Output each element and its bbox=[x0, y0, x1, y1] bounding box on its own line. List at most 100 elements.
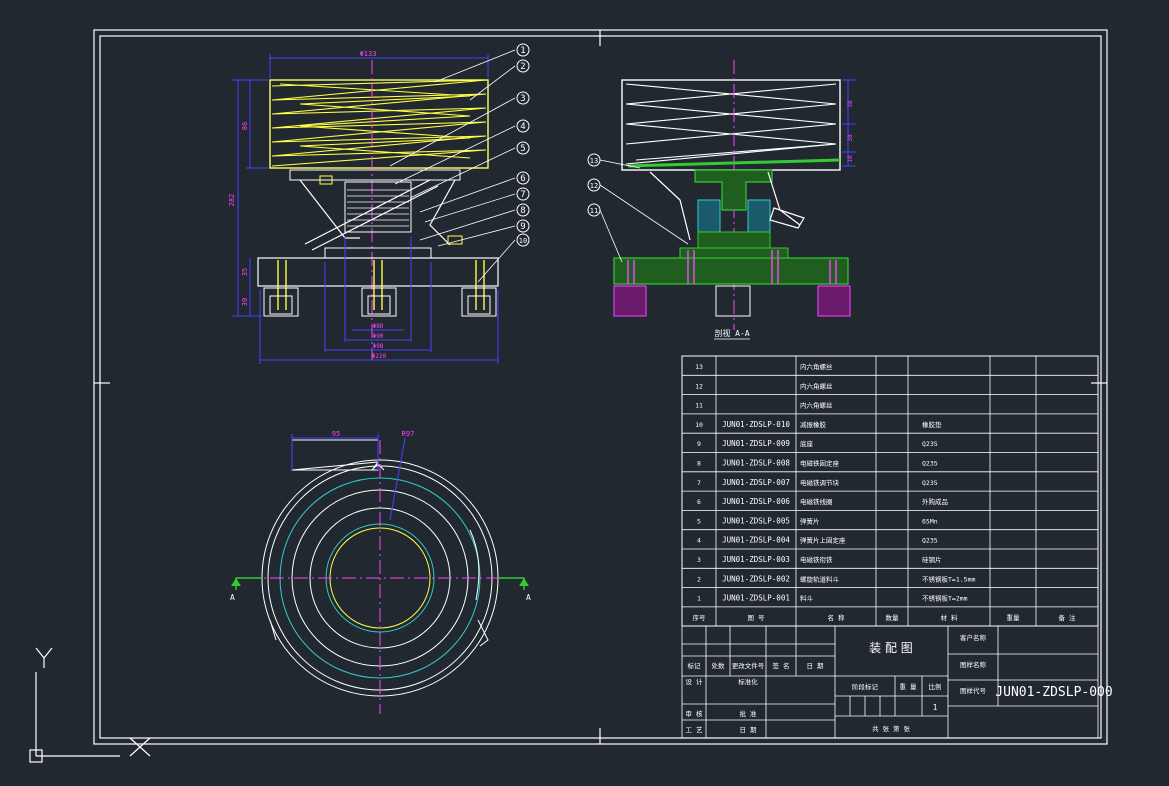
dim-inner3: Φ98 bbox=[373, 343, 384, 350]
bom-mat-6: 外购成品 bbox=[922, 497, 948, 506]
bom-mat-10: 橡胶垫 bbox=[922, 420, 942, 429]
bom-header-remark: 备 注 bbox=[1059, 613, 1076, 622]
bom-name-4: 弹簧片上固定座 bbox=[800, 536, 846, 545]
section-label: 剖视 A-A bbox=[714, 328, 749, 338]
bom-name-9: 底座 bbox=[800, 439, 814, 448]
balloon-12: 12 bbox=[590, 182, 598, 190]
tb-mark: 标记 bbox=[688, 661, 702, 670]
bom-no-2: 2 bbox=[697, 575, 701, 583]
drawing-title: 装 配 图 bbox=[869, 641, 913, 655]
bom-name-7: 电磁铁调节块 bbox=[800, 478, 840, 487]
bom-code-7: JUN01-ZDSLP-007 bbox=[722, 478, 790, 487]
dim-plan-width: 95 bbox=[332, 430, 340, 438]
ucs-icon bbox=[29, 647, 151, 763]
bom-code-1: JUN01-ZDSLP-001 bbox=[722, 594, 790, 603]
bom-mat-4: Q235 bbox=[922, 537, 938, 545]
bom-no-4: 4 bbox=[697, 537, 701, 545]
bom-mat-2: 不锈钢板T=1.5mm bbox=[922, 574, 975, 583]
bom-mat-9: Q235 bbox=[922, 440, 938, 448]
bom-no-8: 8 bbox=[697, 460, 701, 468]
dim-top-width: Φ133 bbox=[360, 50, 377, 58]
bom-no-13: 13 bbox=[695, 363, 703, 371]
dim-sec-h1: 38 bbox=[847, 100, 854, 108]
dim-sec-h3: 10 bbox=[847, 155, 854, 163]
bom-mat-5: 65Mn bbox=[922, 517, 938, 525]
section-mark-left: A bbox=[230, 593, 235, 602]
dim-height-upper: 86 bbox=[241, 122, 249, 130]
bom-no-6: 6 bbox=[697, 498, 701, 506]
bom-mat-7: Q235 bbox=[922, 479, 938, 487]
bom-code-2: JUN01-ZDSLP-002 bbox=[722, 574, 790, 583]
bom-name-10: 减振橡胶 bbox=[800, 420, 827, 429]
bom-code-8: JUN01-ZDSLP-008 bbox=[722, 459, 790, 468]
bom-code-6: JUN01-ZDSLP-006 bbox=[722, 497, 790, 506]
bom-name-8: 电磁铁固定座 bbox=[800, 459, 840, 468]
balloon-2: 2 bbox=[520, 62, 525, 72]
tb-scale-value: 1 bbox=[933, 703, 938, 712]
dim-height-total: 282 bbox=[228, 194, 236, 207]
dim-base-h1: 35 bbox=[241, 268, 249, 276]
title-block-text: 标记 处数 更改文件号 签 名 日 期 设 计 标准化 审 核 批 准 工 艺 … bbox=[686, 633, 987, 734]
tb-process: 工 艺 bbox=[686, 726, 703, 734]
balloons-front: 1 2 3 4 5 6 7 8 9 10 bbox=[516, 43, 530, 247]
bom-no-1: 1 bbox=[697, 595, 701, 603]
tb-date: 日 期 bbox=[807, 662, 824, 670]
bom-no-11: 11 bbox=[695, 402, 703, 410]
dim-inner2: Φ90 bbox=[373, 333, 384, 340]
tb-drawing-code: 图样代号 bbox=[960, 686, 987, 695]
bom-mat-1: 不锈钢板T=2mm bbox=[922, 594, 968, 603]
bom-no-7: 7 bbox=[697, 479, 701, 487]
tb-count: 处数 bbox=[712, 661, 726, 670]
tb-check: 审 核 bbox=[686, 709, 703, 718]
bom-name-2: 螺旋轨道料斗 bbox=[800, 574, 840, 583]
bom-mat-3: 硅钢片 bbox=[922, 555, 942, 564]
tb-file: 更改文件号 bbox=[732, 661, 765, 670]
section-mark-right: A bbox=[526, 593, 531, 602]
tb-sheets: 共 张 第 张 bbox=[872, 724, 910, 733]
tb-design: 设 计 bbox=[686, 677, 703, 686]
bom-name-6: 电磁铁线圈 bbox=[800, 497, 833, 506]
bom-no-5: 5 bbox=[697, 517, 701, 525]
bom-mat-8: Q235 bbox=[922, 460, 938, 468]
bom-name-5: 弹簧片 bbox=[800, 516, 820, 525]
bom-no-10: 10 bbox=[695, 421, 703, 429]
bom-header-name: 名 称 bbox=[828, 613, 845, 622]
bom-code-5: JUN01-ZDSLP-005 bbox=[722, 516, 790, 525]
balloon-13: 13 bbox=[590, 157, 598, 165]
balloon-8: 8 bbox=[520, 206, 525, 216]
bom-name-3: 电磁铁衔铁 bbox=[800, 555, 833, 564]
bom-code-10: JUN01-ZDSLP-010 bbox=[722, 420, 790, 429]
center-marks bbox=[94, 30, 1107, 744]
section-view: 38 38 10 13 12 11 剖视 A-A bbox=[587, 60, 856, 340]
tb-std: 标准化 bbox=[738, 677, 758, 686]
bom-code-9: JUN01-ZDSLP-009 bbox=[722, 439, 790, 448]
title-block bbox=[681, 625, 1099, 739]
balloon-5: 5 bbox=[520, 144, 525, 154]
balloon-7: 7 bbox=[520, 190, 525, 200]
dim-base: Φ220 bbox=[372, 353, 387, 360]
bom-code-3: JUN01-ZDSLP-003 bbox=[722, 555, 790, 564]
tb-customer: 客户名称 bbox=[960, 633, 987, 642]
balloon-9: 9 bbox=[520, 222, 525, 232]
bom-header-mat: 材 料 bbox=[941, 613, 958, 622]
balloon-1: 1 bbox=[520, 46, 525, 56]
tb-date2: 日 期 bbox=[740, 726, 757, 734]
dim-base-h2: 30 bbox=[241, 298, 249, 306]
drawing-number: JUN01-ZDSLP-000 bbox=[995, 685, 1112, 700]
balloon-11: 11 bbox=[590, 207, 598, 215]
tb-stage: 阶段标记 bbox=[852, 682, 879, 691]
bom-name-1: 料斗 bbox=[800, 594, 814, 603]
front-view: Φ133 282 86 35 30 Φ80 Φ90 Φ98 Φ220 1 2 bbox=[228, 43, 530, 364]
tb-sign: 签 名 bbox=[773, 661, 790, 670]
bom-name-13: 内六角螺丝 bbox=[800, 362, 833, 371]
bom-no-9: 9 bbox=[697, 440, 701, 448]
bom-header-qty: 数量 bbox=[886, 613, 900, 622]
bom-header-code: 图 号 bbox=[748, 614, 765, 622]
balloon-10: 10 bbox=[519, 237, 527, 245]
bom-no-12: 12 bbox=[695, 382, 703, 390]
bom-code-4: JUN01-ZDSLP-004 bbox=[722, 536, 790, 545]
tb-scale: 比例 bbox=[929, 682, 942, 691]
dim-sec-h2: 38 bbox=[847, 134, 854, 142]
